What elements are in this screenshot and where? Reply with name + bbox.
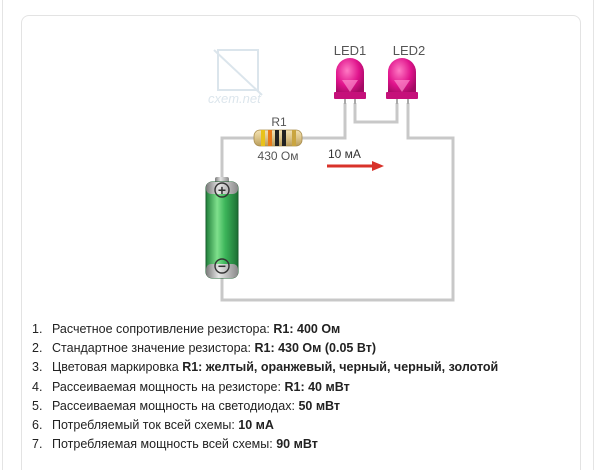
current-arrow [327, 161, 384, 171]
current-label: 10 мА [328, 147, 361, 161]
list-item: 2.Стандартное значение резистора: R1: 43… [32, 341, 376, 356]
battery-minus-sign: − [218, 258, 226, 274]
list-item: 5.Рассеиваемая мощность на светодиодах: … [32, 398, 341, 413]
list-item: 3.Цветовая маркировка R1: желтый, оранже… [32, 360, 499, 375]
resistor-label: R1 [271, 115, 287, 129]
watermark-logo: cxem.net [208, 49, 263, 106]
wires [220, 103, 455, 302]
calculator-result-panel [21, 15, 581, 470]
led1 [334, 58, 366, 104]
led2-label: LED2 [393, 43, 426, 58]
resistor-value: 430 Ом [258, 149, 299, 163]
battery-plus-sign: + [218, 182, 226, 198]
list-item: 4.Рассеиваемая мощность на резисторе: R1… [32, 379, 350, 394]
resistor-r1 [244, 129, 311, 147]
list-item: 1.Расчетное сопротивление резистора: R1:… [32, 322, 341, 336]
watermark-text: cxem.net [208, 91, 262, 106]
battery [205, 177, 239, 279]
results-list: 1.Расчетное сопротивление резистора: R1:… [32, 320, 498, 454]
list-item: 7.Потребляемая мощность всей схемы: 90 м… [32, 437, 318, 452]
led2 [386, 58, 418, 104]
battery-plus-icon [214, 182, 230, 198]
circuit-diagram: cxem.net LED1 LED2 R1 430 Ом 10 мА [205, 43, 455, 302]
list-item: 6.Потребляемый ток всей схемы: 10 мА [32, 418, 274, 433]
led1-label: LED1 [334, 43, 367, 58]
battery-minus-icon [214, 258, 230, 274]
